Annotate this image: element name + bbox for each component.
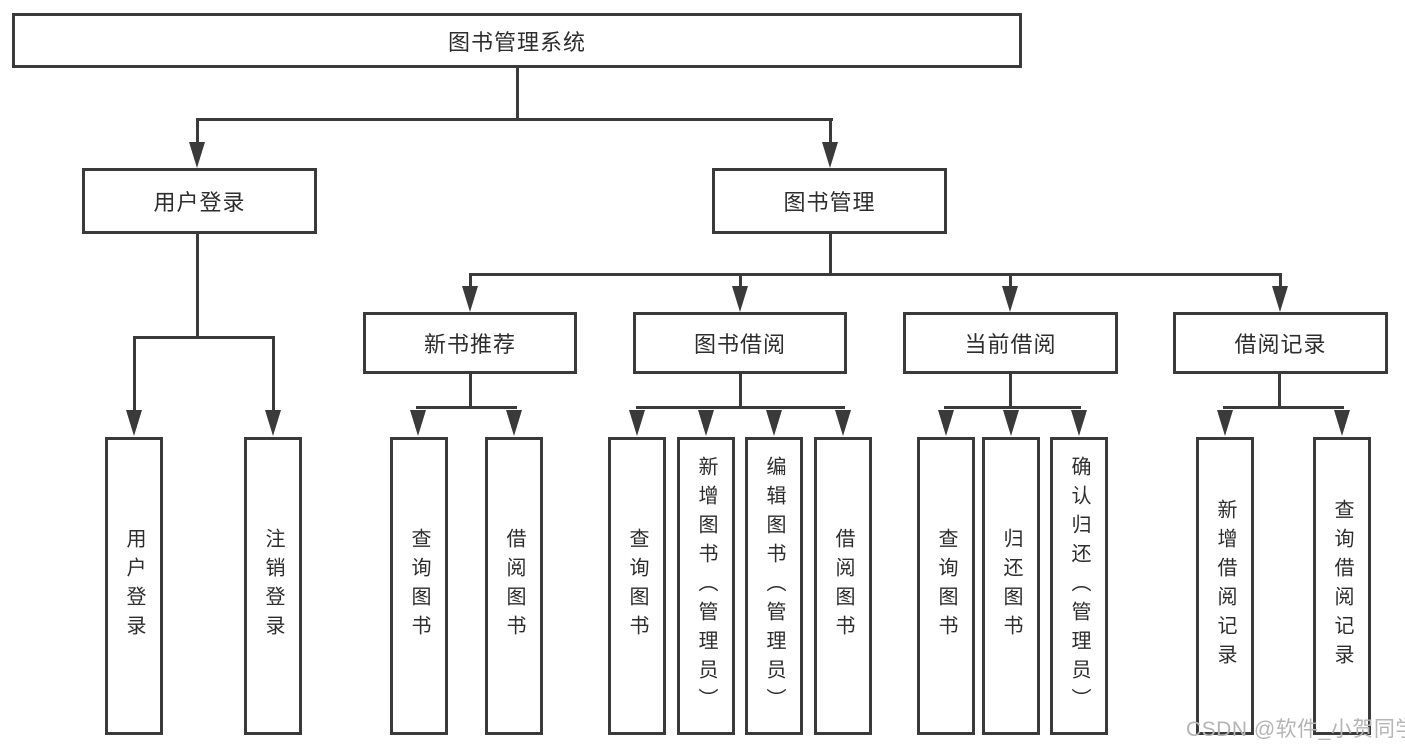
node-new-book-recommendation-label: 新书推荐	[423, 332, 516, 357]
arrow-down-icon	[462, 286, 478, 312]
arrow-down-icon	[410, 410, 426, 436]
arrow-down-icon	[938, 410, 954, 436]
leaf-logout: 注销登录	[244, 437, 302, 735]
leaf-label: 查询图书	[408, 528, 430, 644]
arrow-down-icon	[698, 410, 714, 436]
connector-line	[416, 406, 517, 409]
leaf-label: 归还图书	[1000, 528, 1022, 644]
connector-line	[196, 118, 199, 145]
connector-line	[196, 118, 833, 121]
leaf-label: 查询借阅记录	[1331, 499, 1353, 673]
leaf-label: 查询图书	[935, 528, 957, 644]
connector-line	[829, 234, 832, 273]
connector-line	[1223, 406, 1344, 409]
node-user-login-label: 用户登录	[153, 190, 246, 215]
connector-line	[636, 406, 845, 409]
connector-line	[196, 234, 199, 336]
node-book-borrowing: 图书借阅	[633, 312, 847, 374]
node-new-book-recommendation: 新书推荐	[363, 312, 577, 374]
arrow-down-icon	[1217, 410, 1233, 436]
connector-line	[133, 339, 136, 412]
connector-line	[739, 276, 742, 287]
connector-line	[829, 118, 832, 145]
arrow-down-icon	[506, 410, 522, 436]
leaf-edit-books-admin: 编辑图书（管理员）	[745, 437, 803, 735]
leaf-query-books-borrowing: 查询图书	[608, 437, 666, 735]
leaf-label: 新增借阅记录	[1214, 499, 1236, 673]
connector-line	[133, 336, 275, 339]
node-current-borrowing: 当前借阅	[903, 312, 1118, 374]
node-book-borrowing-label: 图书借阅	[693, 332, 786, 357]
leaf-add-books-admin: 新增图书（管理员）	[677, 437, 735, 735]
connector-line	[1278, 374, 1281, 406]
arrow-down-icon	[265, 410, 281, 436]
watermark-text: CSDN @软件_小贺同学	[1186, 718, 1405, 741]
leaf-user-login: 用户登录	[105, 437, 163, 735]
leaf-query-books-current: 查询图书	[917, 437, 975, 735]
node-user-login: 用户登录	[82, 168, 317, 234]
leaf-label: 查询图书	[626, 528, 648, 644]
arrow-down-icon	[1272, 286, 1288, 312]
arrow-down-icon	[1334, 410, 1350, 436]
leaf-add-borrow-record: 新增借阅记录	[1196, 437, 1254, 735]
node-borrowing-records-label: 借阅记录	[1234, 332, 1327, 357]
connector-line	[1279, 276, 1282, 287]
leaf-label: 注销登录	[262, 528, 284, 644]
leaf-label: 借阅图书	[832, 528, 854, 644]
node-borrowing-records: 借阅记录	[1173, 312, 1388, 374]
arrow-down-icon	[835, 410, 851, 436]
connector-line	[272, 339, 275, 412]
arrow-down-icon	[1071, 410, 1087, 436]
connector-line	[1009, 374, 1012, 406]
leaf-return-books: 归还图书	[982, 437, 1040, 735]
leaf-confirm-return-admin: 确认归还（管理员）	[1050, 437, 1108, 735]
arrow-down-icon	[629, 410, 645, 436]
leaf-label: 新增图书（管理员）	[695, 455, 717, 717]
connector-line	[469, 374, 472, 406]
leaf-query-books-recommend: 查询图书	[390, 437, 448, 735]
connector-line	[739, 374, 742, 406]
leaf-borrow-books: 借阅图书	[814, 437, 872, 735]
leaf-borrow-books-recommend: 借阅图书	[485, 437, 543, 735]
arrow-down-icon	[189, 142, 205, 168]
leaf-query-borrow-record: 查询借阅记录	[1313, 437, 1371, 735]
node-book-management-label: 图书管理	[783, 190, 876, 215]
node-root-label: 图书管理系统	[447, 29, 586, 55]
node-root: 图书管理系统	[12, 13, 1022, 68]
arrow-down-icon	[1002, 286, 1018, 312]
connector-line	[469, 276, 472, 287]
leaf-label: 用户登录	[123, 528, 145, 644]
leaf-label: 确认归还（管理员）	[1068, 455, 1090, 717]
arrow-down-icon	[766, 410, 782, 436]
node-book-management: 图书管理	[712, 168, 947, 234]
arrow-down-icon	[732, 286, 748, 312]
connector-line	[1009, 276, 1012, 287]
arrow-down-icon	[126, 410, 142, 436]
arrow-down-icon	[822, 142, 838, 168]
connector-line	[469, 273, 1282, 276]
node-current-borrowing-label: 当前借阅	[964, 332, 1057, 357]
leaf-label: 借阅图书	[503, 528, 525, 644]
arrow-down-icon	[1003, 410, 1019, 436]
connector-line	[516, 68, 519, 118]
leaf-label: 编辑图书（管理员）	[763, 455, 785, 717]
connector-line	[944, 406, 1081, 409]
